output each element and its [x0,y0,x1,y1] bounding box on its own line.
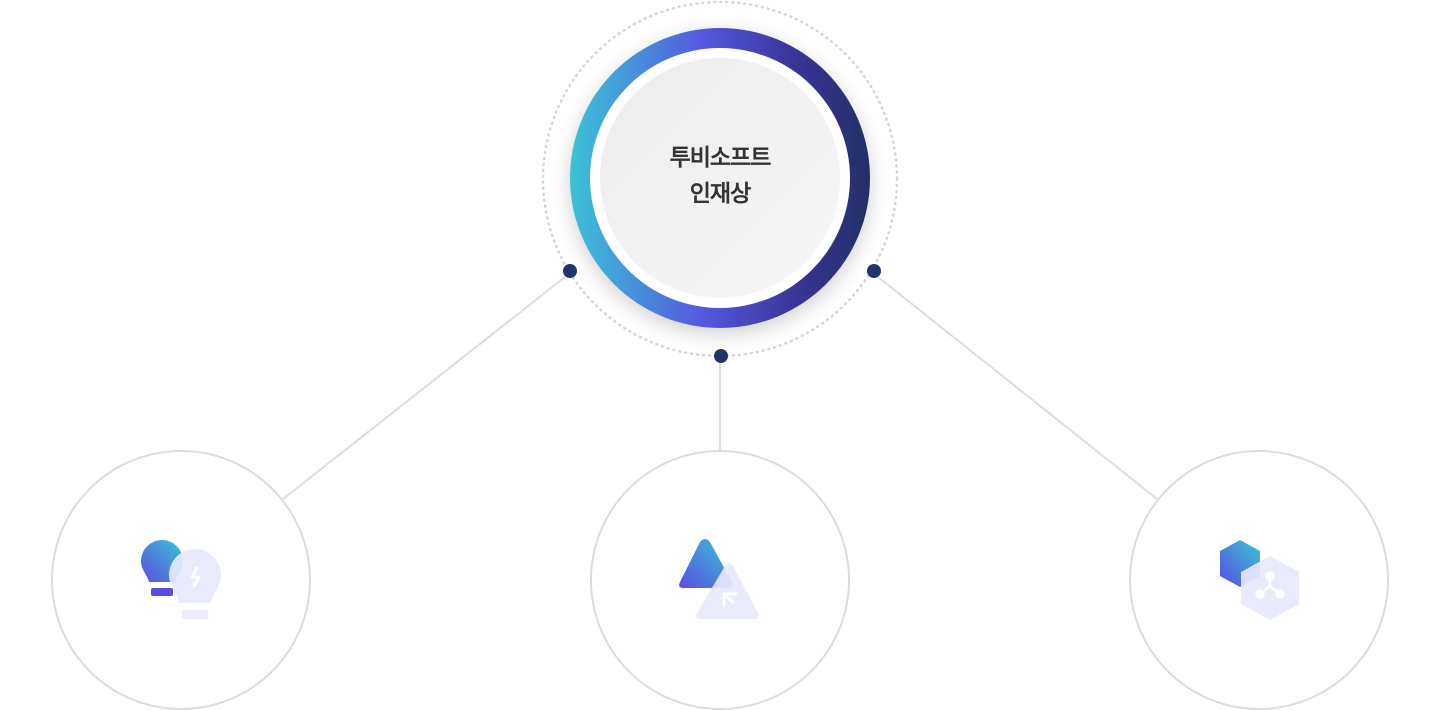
hexagon-network-icon [1220,540,1299,620]
center-title-line2: 인재상 [689,181,751,207]
connector-dot-right [867,264,881,278]
triangle-cursor-icon [679,539,759,619]
connector-dot-bottom [714,349,728,363]
center-title: 투비소프트 인재상 [600,140,840,212]
connector-lines [282,276,1158,500]
connector-dot-left [563,264,577,278]
center-title-line1: 투비소프트 [669,145,772,171]
center-node [570,28,870,328]
lightbulb-icon [141,540,221,619]
